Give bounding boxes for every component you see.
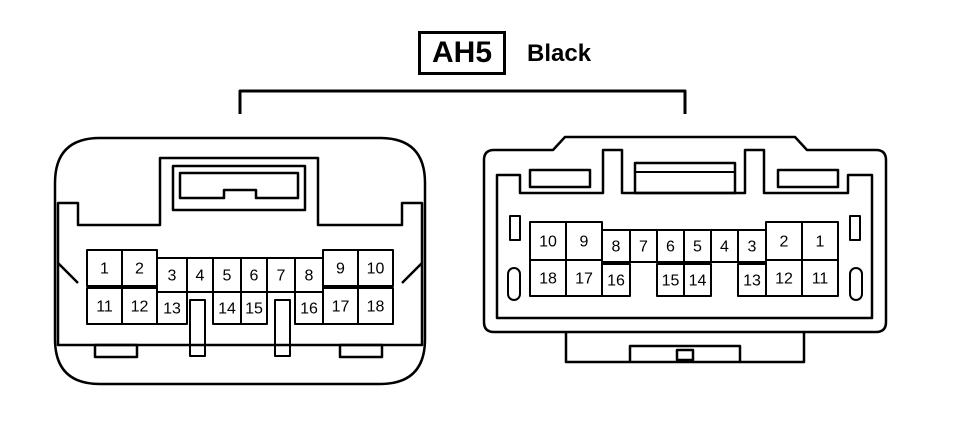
connector-code: AH5: [431, 36, 492, 69]
pin-number: 12: [775, 271, 793, 288]
pin-number: 11: [96, 299, 113, 316]
pin-number: 11: [812, 271, 829, 288]
left-connector-inner-housing: [56, 156, 424, 347]
right-pin-cavities: 10 9 8 7 6 5 4 3 2 1 18 17 16 15 14 13 12 11: [529, 221, 839, 297]
pin-number: 5: [223, 268, 232, 285]
pin-cavity: [683, 263, 712, 297]
right-slot-left: [528, 168, 592, 189]
pin-number: 2: [135, 261, 144, 278]
right-connector-outline: [482, 135, 888, 334]
pin-cavity: [357, 249, 394, 287]
pin-number: 18: [367, 299, 385, 316]
pin-number: 1: [816, 234, 825, 251]
pin-number: 10: [539, 234, 557, 251]
pin-number: 14: [689, 273, 707, 290]
pin-cavity: [601, 263, 631, 297]
pin-cavity: [240, 291, 268, 325]
pin-cavity: [801, 259, 839, 297]
pin-number: 3: [748, 239, 757, 256]
pin-number: 8: [305, 268, 314, 285]
pin-number: 14: [218, 301, 236, 318]
pin-number: 7: [639, 239, 648, 256]
pin-number: 12: [131, 299, 149, 316]
right-connector-inner-housing: [495, 148, 874, 320]
pin-number: 13: [163, 301, 181, 318]
left-connector-outline: [53, 136, 427, 386]
pin-number: 8: [612, 239, 621, 256]
left-foot-left: [93, 343, 139, 359]
pin-number: 9: [336, 261, 345, 278]
right-latch: [633, 161, 737, 195]
pin-number: 4: [196, 268, 205, 285]
pin-number: 9: [580, 234, 589, 251]
pin-number: 10: [367, 261, 385, 278]
grouping-bracket: [238, 89, 687, 114]
pin-number: 1: [100, 261, 109, 278]
pin-number: 17: [575, 271, 593, 288]
right-bottom-lock: [564, 332, 806, 364]
pin-number: 16: [300, 301, 318, 318]
left-latch: [171, 164, 307, 212]
pin-number: 4: [720, 239, 729, 256]
left-foot-right: [338, 343, 384, 359]
pin-number: 6: [666, 239, 675, 256]
pin-number: 5: [693, 239, 702, 256]
right-connector: 10 9 8 7 6 5 4 3 2 1 18 17 16 15 14 13 12 11: [482, 135, 888, 364]
pin-number: 2: [780, 234, 789, 251]
pin-cavity: [156, 291, 188, 325]
pin-number: 16: [607, 273, 625, 290]
pin-number: 17: [332, 299, 350, 316]
pin-number: 7: [277, 268, 286, 285]
pin-number: 3: [168, 268, 177, 285]
pin-number: 13: [743, 273, 761, 290]
pin-number: 15: [662, 273, 680, 290]
pin-cavity: [357, 287, 394, 325]
connector-color-label: Black: [527, 40, 592, 67]
pin-number: 6: [250, 268, 259, 285]
pin-number: 18: [539, 271, 557, 288]
right-slot-right: [776, 168, 840, 189]
connector-code-box: AH5: [418, 31, 506, 75]
pin-number: 15: [245, 301, 263, 318]
